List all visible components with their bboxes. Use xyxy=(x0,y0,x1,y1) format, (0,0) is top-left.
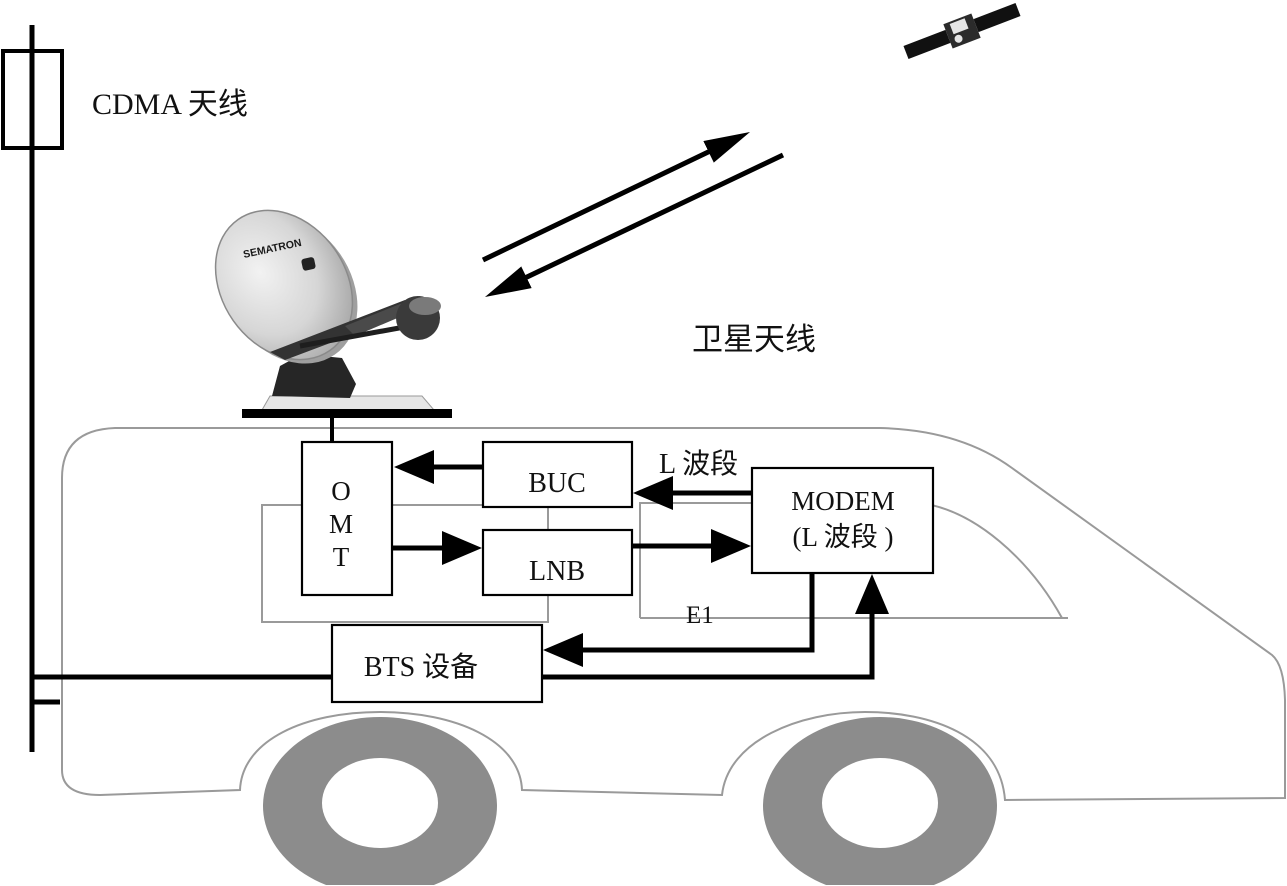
modem-box xyxy=(750,466,935,575)
satellite-dish-icon: SEMATRON xyxy=(214,209,441,411)
uplink-arrow xyxy=(481,131,751,263)
front-wheel xyxy=(763,717,997,885)
satellite-body-panel xyxy=(949,18,969,35)
l-band-label: L 波段 xyxy=(659,448,738,480)
vehicle-body-outline xyxy=(61,427,1286,802)
buc-box xyxy=(481,440,634,509)
front-wheel-hub xyxy=(822,758,938,848)
vehicle xyxy=(61,427,1286,885)
modem-label: MODEM xyxy=(791,486,895,516)
solar-panel-left xyxy=(903,29,951,60)
solar-panel-right xyxy=(973,2,1021,33)
omt-block: O M T xyxy=(300,440,394,597)
omt-letter: T xyxy=(333,542,350,572)
modem-to-bts-arrow xyxy=(543,573,815,667)
omt-letter: M xyxy=(329,509,353,539)
buc-label: BUC xyxy=(528,468,586,499)
e1-label: E1 xyxy=(686,602,714,629)
satellite-icon xyxy=(903,2,1021,60)
omt-letter: O xyxy=(331,476,351,506)
bts-block: BTS 设备 xyxy=(330,623,544,704)
cdma-antenna-element xyxy=(1,49,64,150)
bts-label: BTS 设备 xyxy=(364,651,478,683)
satellite-antenna-label: 卫星天线 xyxy=(692,322,816,357)
roof-platform xyxy=(242,409,452,418)
dish-feed-cap xyxy=(409,297,441,315)
modem-block: MODEM (L 波段 ) xyxy=(750,466,935,575)
modem-band-label: (L 波段 ) xyxy=(793,522,894,552)
dish-logo-mark xyxy=(301,257,316,271)
buc-block: BUC xyxy=(481,440,634,509)
lnb-block: LNB xyxy=(481,528,634,597)
lnb-box xyxy=(481,528,634,597)
satellite-dish-small xyxy=(954,34,963,43)
bts-to-modem-arrow xyxy=(542,574,889,680)
dish-reflector xyxy=(214,209,354,361)
dish-base-plate xyxy=(261,395,436,411)
omt-box xyxy=(300,440,394,597)
rear-wheel xyxy=(262,717,497,885)
rear-wheel-hub xyxy=(322,758,438,848)
dish-mount xyxy=(272,354,356,398)
bts-box xyxy=(330,623,544,704)
cdma-antenna xyxy=(1,25,64,752)
cdma-antenna-label: CDMA 天线 xyxy=(92,88,248,121)
downlink-arrow xyxy=(484,152,785,298)
lnb-label: LNB xyxy=(529,556,585,587)
